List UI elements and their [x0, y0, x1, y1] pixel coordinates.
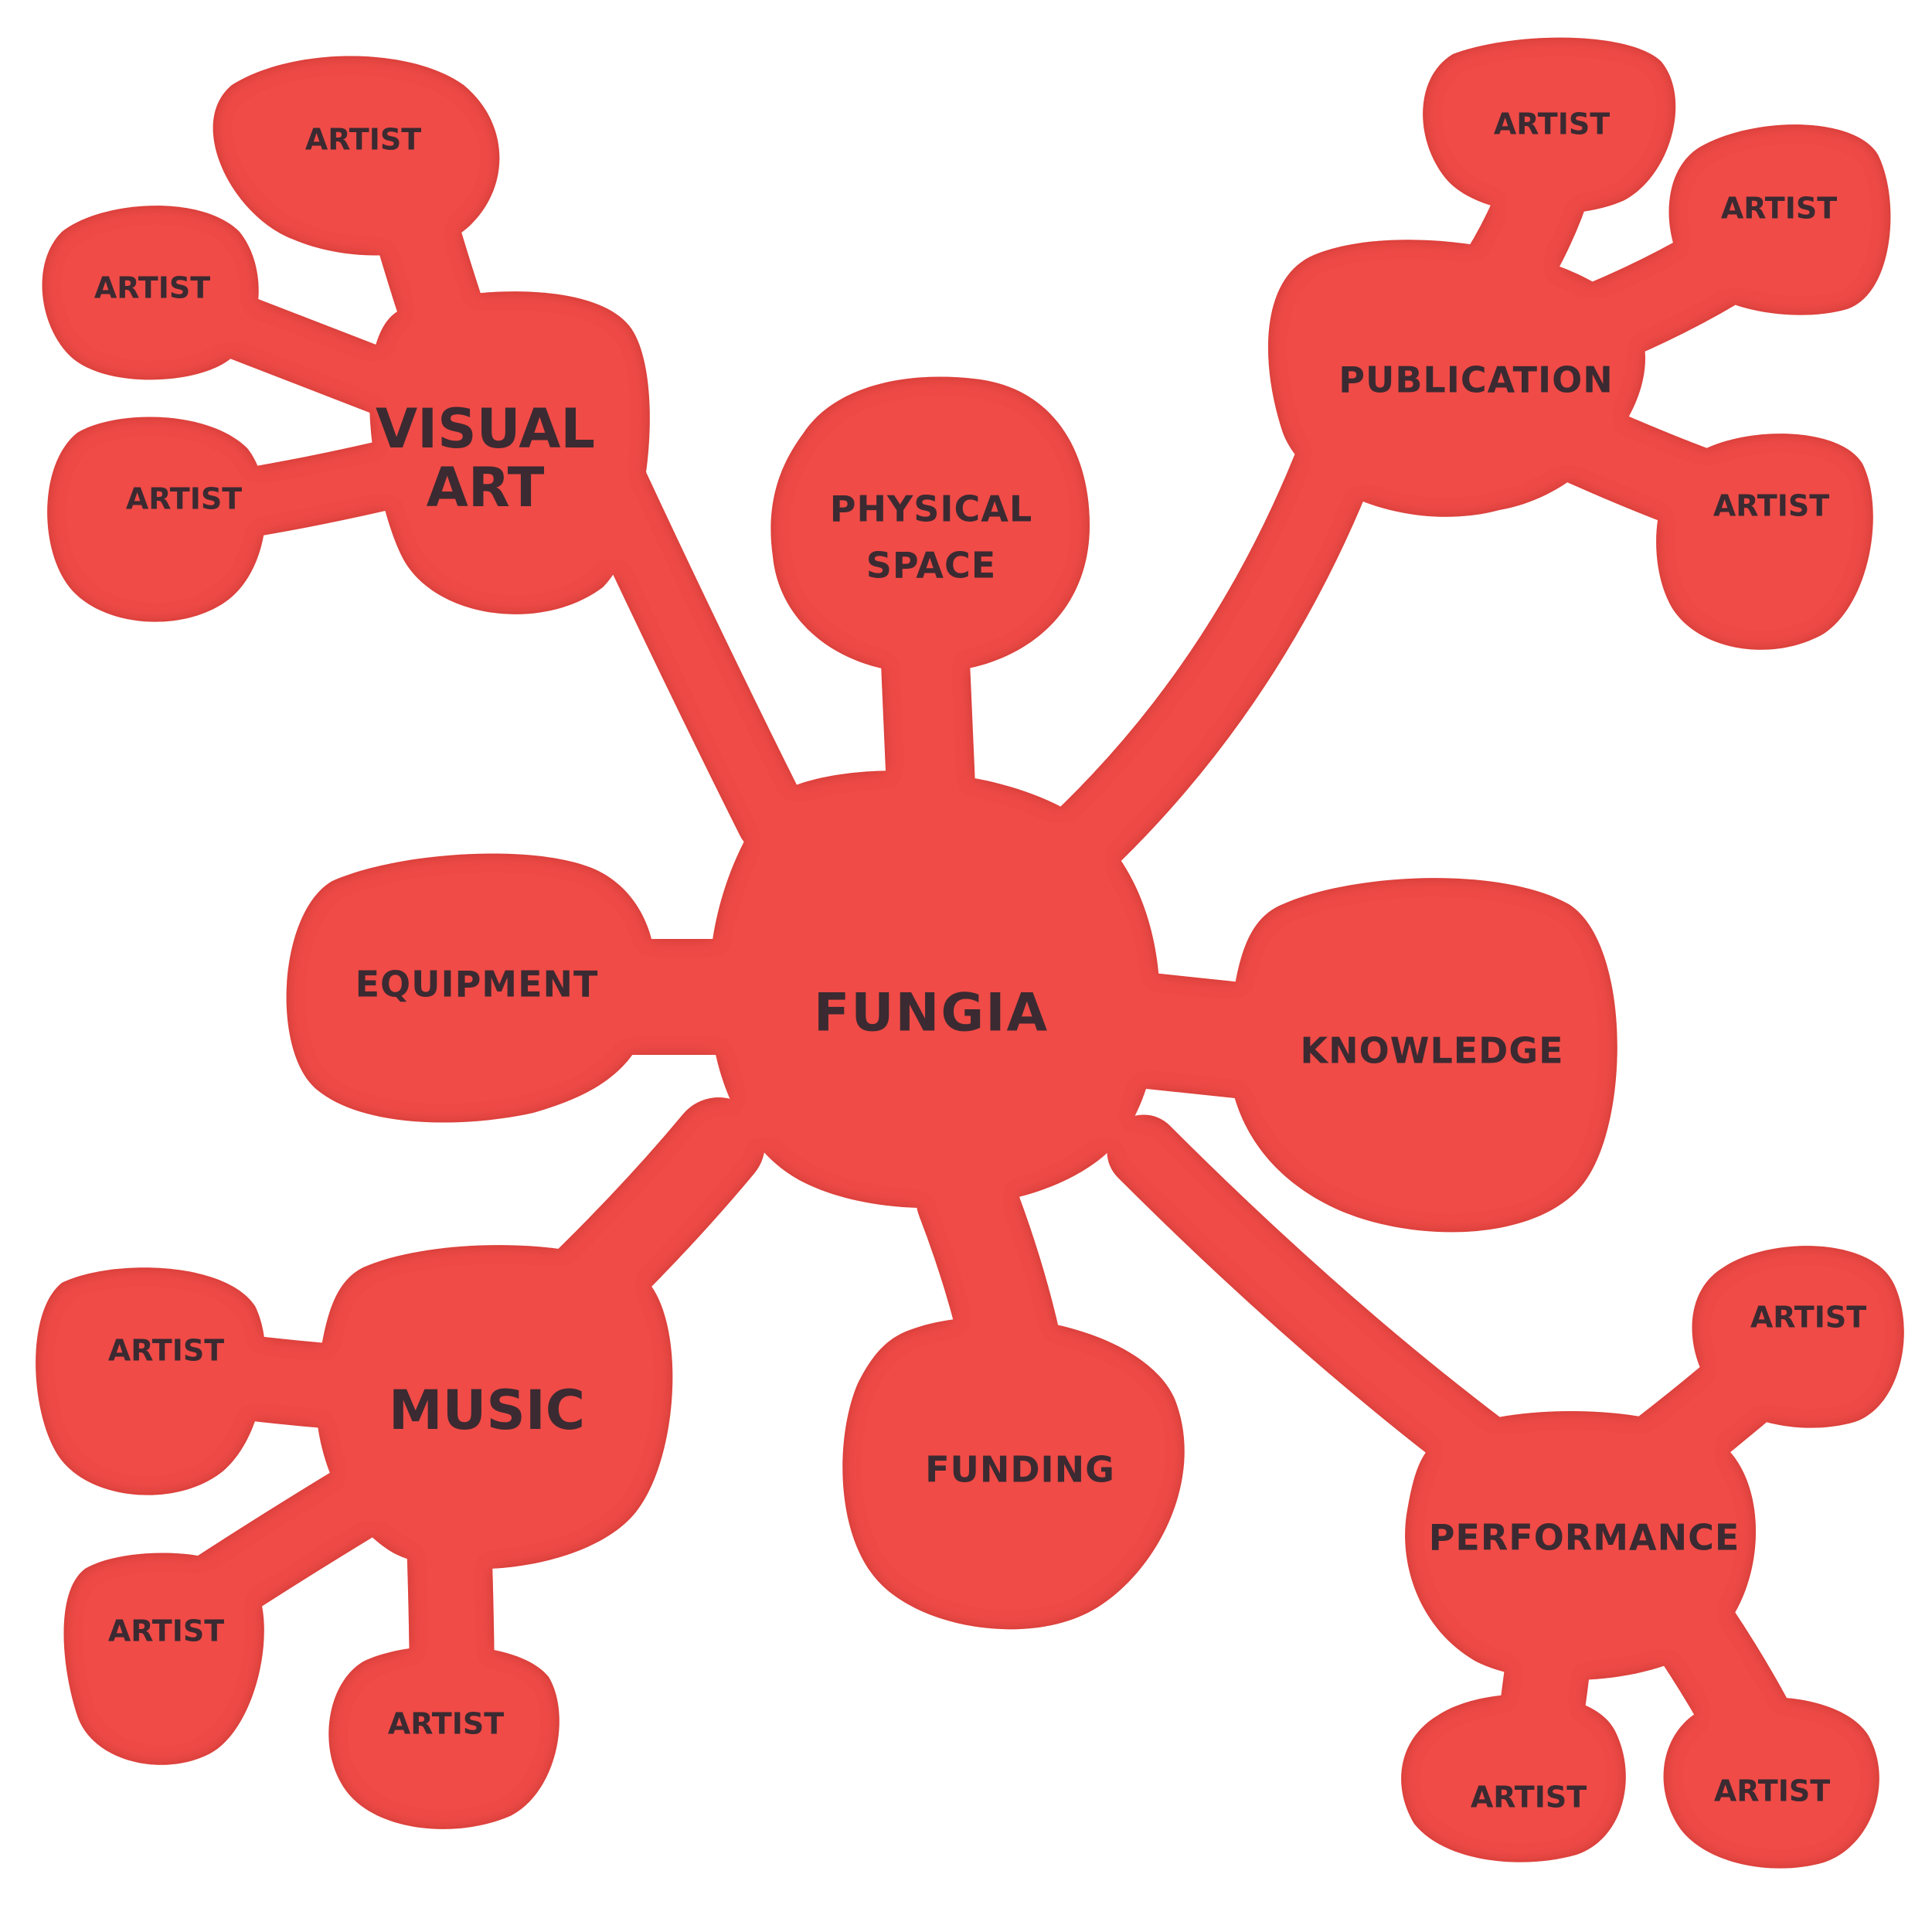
equipment-label: EQUIPMENT — [355, 964, 599, 1005]
music-artist-top-label: ARTIST — [108, 1334, 224, 1368]
va-artist-bottom-blob — [47, 417, 266, 622]
pub-artist-top-label: ARTIST — [1494, 107, 1610, 141]
knowledge-label: KNOWLEDGE — [1300, 1030, 1563, 1072]
perf-artist-top-label: ARTIST — [1750, 1301, 1866, 1335]
va-artist-bottom-label: ARTIST — [126, 482, 242, 516]
physical-space-label-line1: PHYSICAL — [830, 488, 1032, 530]
diagram-blobs — [36, 37, 1904, 1869]
perf-artist-bottom-left-blob — [1401, 1694, 1626, 1862]
physical-space-blob — [770, 376, 1090, 674]
va-artist-top-label: ARTIST — [305, 123, 421, 157]
publication-blob — [1267, 240, 1645, 517]
pub-artist-bottom-blob — [1656, 434, 1873, 650]
visual-art-label-line2: ART — [427, 456, 545, 519]
pub-artist-top-blob — [1423, 37, 1676, 214]
music-artist-bottom-blob — [328, 1645, 560, 1829]
music-artist-bottom-left-label: ARTIST — [108, 1614, 224, 1648]
pub-artist-bottom-label: ARTIST — [1713, 489, 1829, 523]
music-label: MUSIC — [389, 1379, 585, 1442]
music-blob — [315, 1245, 673, 1570]
pub-artist-right-blob — [1668, 124, 1891, 315]
equipment-blob — [286, 853, 657, 1123]
music-artist-top-blob — [36, 1267, 266, 1495]
va-artist-left-label: ARTIST — [94, 271, 210, 305]
center-blob — [709, 770, 1160, 1209]
performance-blob — [1405, 1411, 1757, 1680]
pub-artist-right-label: ARTIST — [1721, 192, 1837, 226]
publication-label: PUBLICATION — [1338, 359, 1613, 401]
funding-label: FUNDING — [925, 1449, 1115, 1491]
diagram-labels: FUNGIA VISUAL ART PUBLICATION PHYSICAL S… — [94, 107, 1866, 1815]
funding-blob — [842, 1317, 1185, 1630]
va-artist-left-blob — [42, 206, 259, 380]
music-artist-bottom-left-blob — [63, 1553, 264, 1765]
performance-label: PERFORMANCE — [1429, 1517, 1740, 1559]
physical-space-label-line2: SPACE — [866, 545, 996, 587]
visual-art-blob — [369, 291, 650, 614]
perf-artist-bottom-right-label: ARTIST — [1714, 1774, 1830, 1808]
perf-artist-top-blob — [1692, 1246, 1904, 1428]
music-artist-bottom-label: ARTIST — [388, 1707, 504, 1741]
perf-artist-bottom-right-blob — [1663, 1697, 1879, 1869]
center-label: FUNGIA — [814, 983, 1049, 1044]
visual-art-label-line1: VISUAL — [376, 397, 595, 461]
knowledge-blob — [1227, 878, 1617, 1233]
stem-publication — [1041, 407, 1382, 883]
va-artist-top-blob — [213, 56, 500, 256]
perf-artist-bottom-left-label: ARTIST — [1471, 1781, 1587, 1815]
